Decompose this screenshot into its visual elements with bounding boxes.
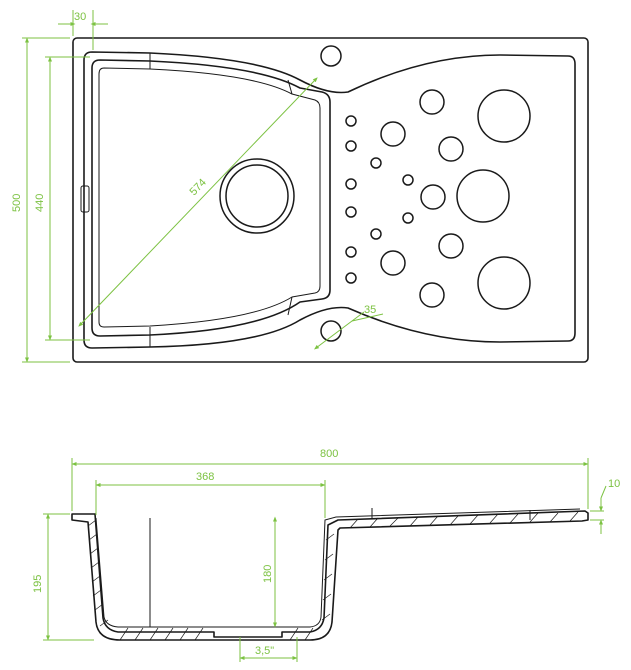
- dim-35: 35: [314, 304, 384, 350]
- dim-label-flange-width: 30: [74, 11, 86, 23]
- dim-label-bowl-depth: 440: [34, 194, 46, 212]
- dim-label-bowl-width: 368: [196, 471, 214, 483]
- sink-outer-outline: [72, 37, 589, 363]
- dim-label-waste-size: 3,5": [255, 645, 274, 657]
- dim-440: 440: [34, 56, 90, 341]
- dim-label-tap-hole: 35: [364, 304, 376, 316]
- dim-368: 368: [95, 471, 326, 518]
- dim-800: 800: [71, 448, 589, 511]
- waste-outlet-inner: [225, 164, 289, 228]
- dim-label-rim-height: 10: [608, 478, 620, 490]
- dim-label-overall-height: 195: [32, 575, 44, 593]
- dim-3-5-inch: 3,5": [239, 637, 298, 662]
- section-hatching: [87, 511, 579, 641]
- dim-label-overall-width: 800: [320, 448, 338, 460]
- dim-10: 10: [590, 478, 620, 534]
- overflow-slot: [80, 185, 90, 213]
- dim-30: 30: [58, 10, 108, 50]
- section-outer-contour: [71, 510, 589, 641]
- section-inner-contour: [95, 508, 581, 628]
- top-view: 30 500 440 574 35: [11, 10, 589, 363]
- waste-outlet-outer: [219, 158, 295, 234]
- dim-500: 500: [11, 37, 70, 363]
- drainer-decor-holes: [345, 89, 531, 310]
- bowl-inner-outline: [98, 67, 321, 328]
- tap-hole-top: [320, 45, 342, 67]
- dim-label-overall-depth: 500: [11, 194, 23, 212]
- dim-label-diagonal: 574: [188, 177, 209, 199]
- sink-inner-rim: [83, 51, 576, 349]
- dim-574-diagonal: 574: [78, 77, 318, 327]
- dim-195: 195: [32, 513, 94, 641]
- tap-hole-bottom: [320, 320, 342, 342]
- dim-180: 180: [262, 516, 277, 628]
- section-view: 800 368 10 195 180: [32, 448, 620, 662]
- dim-label-bowl-height: 180: [262, 565, 274, 583]
